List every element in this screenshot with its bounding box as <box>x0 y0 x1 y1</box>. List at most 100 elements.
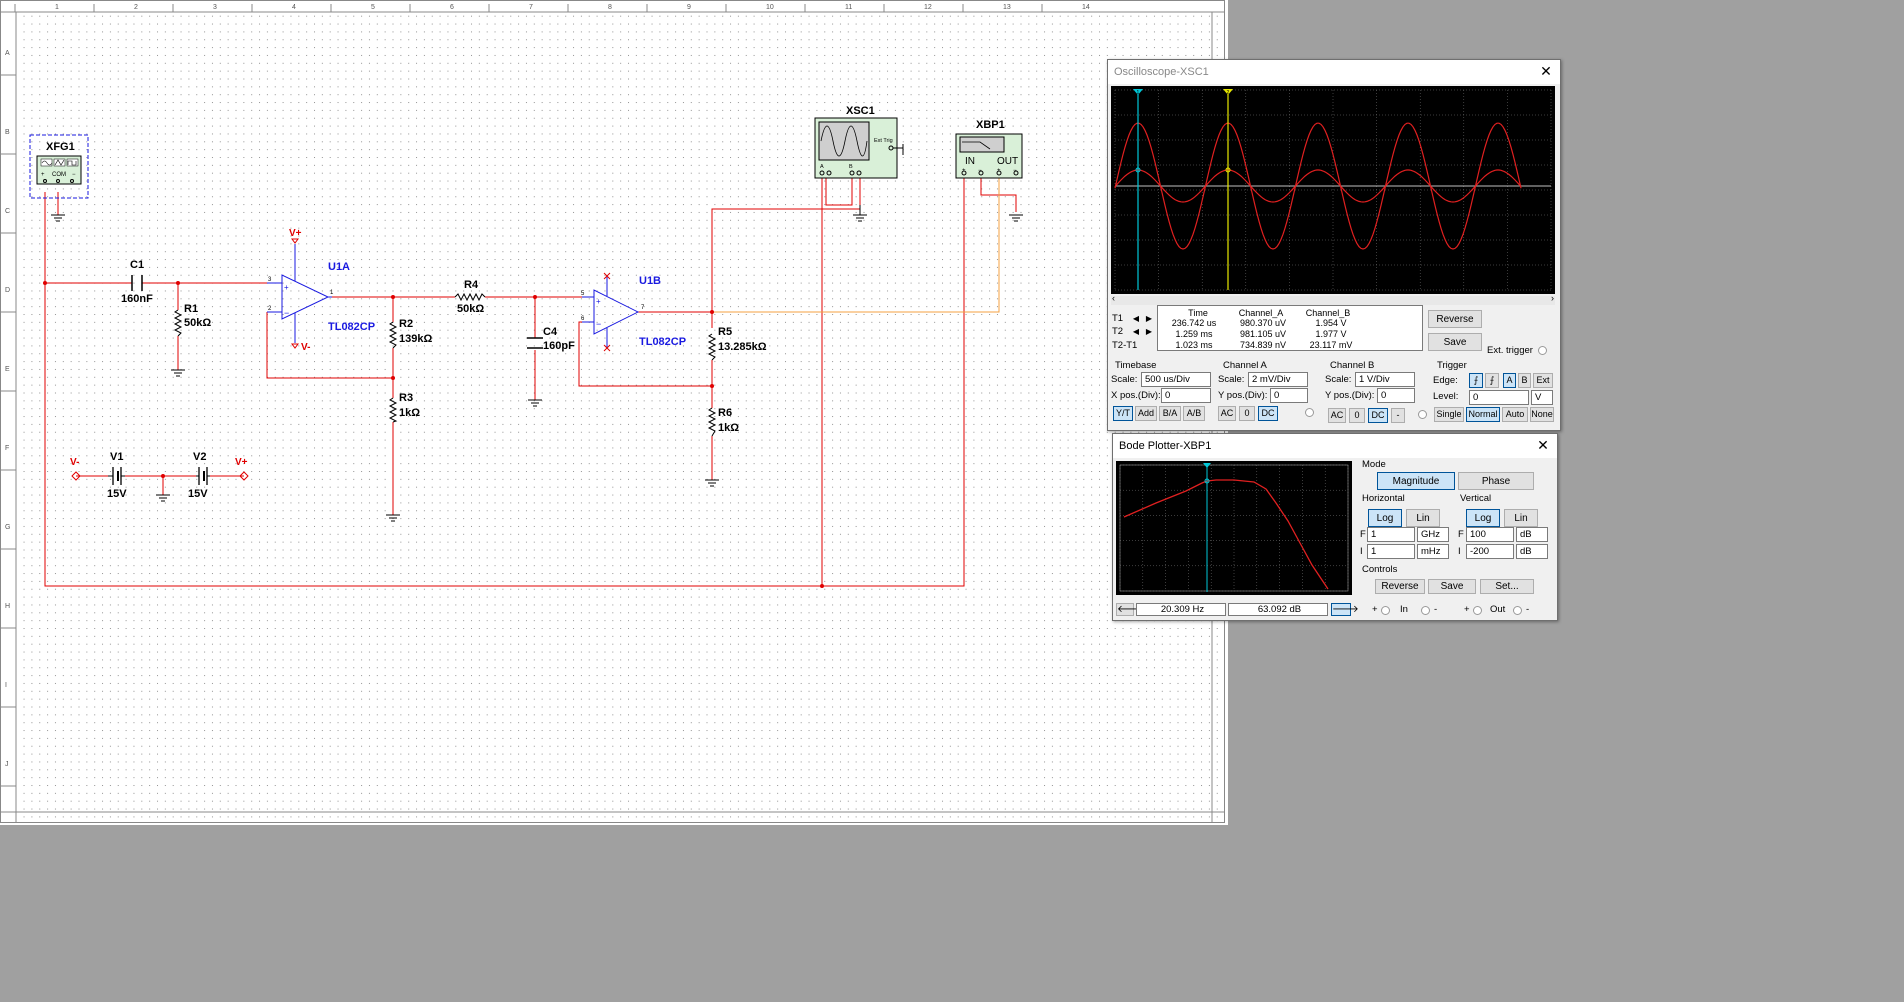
vertical-lin-button[interactable]: Lin <box>1504 509 1538 527</box>
cursor-t1-handle[interactable] <box>1133 89 1143 95</box>
vertical-log-button[interactable]: Log <box>1466 509 1500 527</box>
magnitude-button[interactable]: Magnitude <box>1377 472 1455 490</box>
horizontal-initial-field[interactable]: 1 <box>1367 544 1415 559</box>
channel-b-radio[interactable] <box>1418 410 1427 419</box>
bode-instrument-xbp1[interactable]: XBP1 IN OUT + − + − <box>955 119 1023 179</box>
vertical-initial-field[interactable]: -200 <box>1466 544 1514 559</box>
channel-a-zero-button[interactable]: 0 <box>1239 406 1255 421</box>
opamp-u1a[interactable]: + − 3 2 1 U1A TL082CP V+ V- <box>267 228 375 353</box>
oscilloscope-cursors[interactable]: 1 2 <box>1133 89 1233 290</box>
battery-v2[interactable]: V2 15V <box>188 451 210 500</box>
c4-ref: C4 <box>543 326 558 338</box>
bode-screen[interactable] <box>1116 461 1352 595</box>
channel-a-radio[interactable] <box>1305 408 1314 417</box>
battery-v1[interactable]: V1 15V <box>107 451 127 500</box>
bode-set-button[interactable]: Set... <box>1480 579 1534 594</box>
resistor-r1[interactable]: R1 50kΩ <box>173 303 211 337</box>
falling-edge-icon[interactable]: ⨍ <box>1485 373 1499 388</box>
close-icon[interactable]: ✕ <box>1537 437 1549 453</box>
channel-b-minus-button[interactable]: - <box>1391 408 1405 423</box>
ba-button[interactable]: B/A <box>1159 406 1181 421</box>
horizontal-initial-unit[interactable]: mHz <box>1417 544 1449 559</box>
t2-left-arrow-icon[interactable]: ◀ <box>1132 327 1140 336</box>
channel-a-dc-button[interactable]: DC <box>1258 406 1278 421</box>
timebase-scale-field[interactable]: 500 us/Div <box>1141 372 1211 387</box>
trigger-ext-button[interactable]: Ext <box>1533 373 1553 388</box>
close-icon[interactable]: ✕ <box>1540 63 1552 79</box>
bode-cursor-right-icon[interactable]: 🡒 <box>1331 603 1359 616</box>
resistor-r6[interactable]: R6 1kΩ <box>707 407 739 437</box>
channel-b-ypos-field[interactable]: 0 <box>1377 388 1415 403</box>
in-minus-radio[interactable] <box>1421 606 1430 615</box>
trigger-a-button[interactable]: A <box>1503 373 1516 388</box>
trigger-level-unit[interactable]: V <box>1531 390 1553 405</box>
horizontal-log-button[interactable]: Log <box>1368 509 1402 527</box>
bode-frequency-readout: 20.309 Hz <box>1136 603 1226 616</box>
bode-save-button[interactable]: Save <box>1428 579 1476 594</box>
oscilloscope-scrollbar[interactable]: ‹ › <box>1111 293 1555 305</box>
bode-reverse-button[interactable]: Reverse <box>1375 579 1425 594</box>
reverse-button[interactable]: Reverse <box>1428 310 1482 328</box>
channel-b-zero-button[interactable]: 0 <box>1349 408 1365 423</box>
vertical-final-field[interactable]: 100 <box>1466 527 1514 542</box>
t1-left-arrow-icon[interactable]: ◀ <box>1132 314 1140 323</box>
ext-trigger-radio[interactable] <box>1538 346 1547 355</box>
in-plus-radio[interactable] <box>1381 606 1390 615</box>
capacitor-c4[interactable]: C4 160pF <box>527 326 575 352</box>
add-button[interactable]: Add <box>1135 406 1157 421</box>
out-minus-radio[interactable] <box>1513 606 1522 615</box>
scroll-right-icon[interactable]: › <box>1551 293 1554 303</box>
trigger-single-button[interactable]: Single <box>1434 407 1464 422</box>
t1-right-arrow-icon[interactable]: ▶ <box>1145 314 1153 323</box>
bode-cursor-handle[interactable] <box>1203 463 1211 468</box>
trigger-b-button[interactable]: B <box>1518 373 1531 388</box>
channel-b-ac-button[interactable]: AC <box>1328 408 1346 423</box>
resistor-r5[interactable]: R5 13.285kΩ <box>707 326 767 361</box>
trigger-none-button[interactable]: None <box>1530 407 1554 422</box>
r5-value: 13.285kΩ <box>718 341 767 353</box>
oscilloscope-window[interactable]: Oscilloscope-XSC1 ✕ 1 2 ‹ › <box>1107 59 1561 431</box>
t2-right-arrow-icon[interactable]: ▶ <box>1145 327 1153 336</box>
scroll-left-icon[interactable]: ‹ <box>1112 293 1115 303</box>
opamp-u1b[interactable]: + − 5 6 7 U1B TL082CP <box>581 272 686 352</box>
resistor-r4[interactable]: R4 50kΩ <box>454 279 486 315</box>
horizontal-final-field[interactable]: 1 <box>1367 527 1415 542</box>
resistor-r2[interactable]: R2 139kΩ <box>388 318 432 349</box>
trigger-auto-button[interactable]: Auto <box>1502 407 1528 422</box>
bode-cursor-left-icon[interactable]: 🡐 <box>1116 603 1144 616</box>
vertical-final-unit[interactable]: dB <box>1516 527 1548 542</box>
save-button[interactable]: Save <box>1428 333 1482 351</box>
ab-button[interactable]: A/B <box>1183 406 1205 421</box>
channel-a-ac-button[interactable]: AC <box>1218 406 1236 421</box>
xsc1-ext-trig-label: Ext Trig <box>874 138 893 144</box>
oscilloscope-instrument-xsc1[interactable]: XSC1 Ext Trig A B <box>814 105 904 179</box>
bode-plotter-window[interactable]: Bode Plotter-XBP1 ✕ 🡐 20.309 Hz 63.092 d… <box>1112 433 1558 621</box>
vertical-initial-unit[interactable]: dB <box>1516 544 1548 559</box>
function-generator-xfg1[interactable]: XFG1 + COM − <box>29 134 89 199</box>
resistor-r3[interactable]: R3 1kΩ <box>388 392 420 423</box>
v1-value: 15V <box>107 488 127 500</box>
trigger-normal-button[interactable]: Normal <box>1466 407 1500 422</box>
no-connect-marks <box>603 272 611 352</box>
channel-a-ypos-field[interactable]: 0 <box>1270 388 1308 403</box>
channel-b-scale-field[interactable]: 1 V/Div <box>1355 372 1415 387</box>
capacitor-c1[interactable]: C1 160nF <box>121 259 153 305</box>
oscilloscope-screen[interactable]: 1 2 <box>1111 86 1555 294</box>
trigger-level-field[interactable]: 0 <box>1469 390 1529 405</box>
timebase-xpos-field[interactable]: 0 <box>1161 388 1211 403</box>
horizontal-lin-button[interactable]: Lin <box>1406 509 1440 527</box>
channel-a-scale-field[interactable]: 2 mV/Div <box>1248 372 1308 387</box>
out-plus-label: + <box>1464 604 1470 615</box>
row-t1-label: T1 <box>1112 313 1124 324</box>
v2-value: 15V <box>188 488 208 500</box>
rising-edge-icon[interactable]: ⨍ <box>1469 373 1483 388</box>
channel-b-dc-button[interactable]: DC <box>1368 408 1388 423</box>
phase-button[interactable]: Phase <box>1458 472 1534 490</box>
cursor-t2-handle[interactable] <box>1223 89 1233 95</box>
horizontal-final-unit[interactable]: GHz <box>1417 527 1449 542</box>
yt-button[interactable]: Y/T <box>1113 406 1133 421</box>
out-plus-radio[interactable] <box>1473 606 1482 615</box>
cursor-readout-table: Time Channel_A Channel_B 236.742 us 980.… <box>1157 305 1423 351</box>
